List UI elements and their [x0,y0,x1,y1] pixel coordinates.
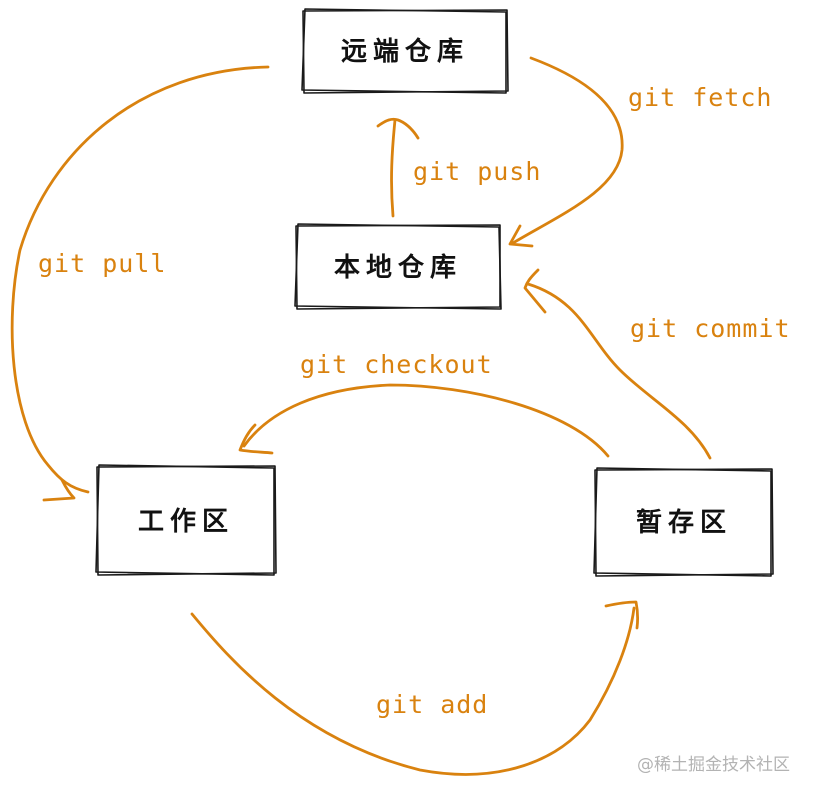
watermark: @稀土掘金技术社区 [637,755,790,775]
push-arrow [390,118,397,218]
remote-repo-box: 远端仓库 [301,8,509,94]
add-arrow [190,606,636,776]
fetch-label: git fetch [628,83,772,112]
pull-arrowhead [42,478,76,502]
staging-label: 暂存区 [636,507,732,538]
fetch-arrowhead [508,224,534,248]
push-arrowhead [376,117,420,140]
fetch-arrow [511,56,624,245]
checkout-label: git checkout [300,350,493,379]
push-label: git push [413,157,541,186]
commit-label: git commit [630,314,791,343]
commit-arrowhead [523,268,547,314]
remote-repo-label: 远端仓库 [341,36,469,67]
checkout-arrowhead [238,423,274,455]
pull-arrow [10,65,270,494]
workspace-box: 工作区 [95,464,277,576]
checkout-arrow [242,383,610,458]
local-repo-label: 本地仓库 [334,252,462,283]
staging-box: 暂存区 [593,467,774,577]
add-label: git add [376,690,488,719]
add-arrowhead [604,600,640,630]
local-repo-box: 本地仓库 [294,223,502,310]
pull-label: git pull [38,249,166,278]
commit-arrow [526,282,712,460]
workspace-label: 工作区 [138,507,234,537]
